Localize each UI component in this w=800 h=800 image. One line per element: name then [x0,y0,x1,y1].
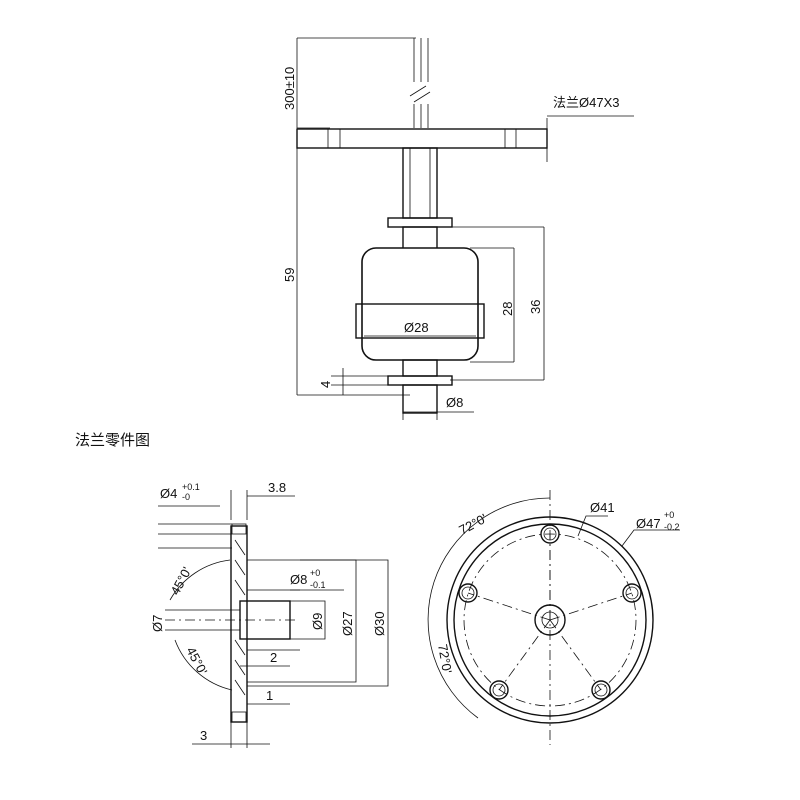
dim-3 [192,722,270,748]
flange-plate [296,128,548,149]
dim-3-label: 3 [200,728,207,743]
chamfer-lower-label: 45°0' [183,644,210,677]
hole-tol-low: -0 [182,492,190,502]
dia-9-label: Ø9 [310,613,325,630]
cable-wires-lower [413,104,429,128]
dim-30 [247,559,389,687]
cable-length-label: 300±10 [282,67,297,110]
stem-inner [409,148,431,218]
bore-tol-up: +0 [310,568,320,578]
bolt-hole-5 [458,583,478,603]
angle-arc-top [433,497,551,583]
hole-tol-up: +0.1 [182,482,200,492]
stem-diameter-label: Ø8 [446,395,463,410]
bolt-hole-2 [622,583,642,603]
bore-tol-low: -0.1 [310,580,326,590]
pcd-leader [577,515,608,537]
angle-arc-left [427,581,479,719]
dim-thickness [230,490,295,520]
spoke-lines [467,534,633,691]
cable-wires [413,38,429,82]
float-band [355,303,485,339]
dim-2-label: 2 [270,650,277,665]
angle-left-label: 72°0' [435,643,455,675]
dim-1-label: 1 [266,688,273,703]
thickness-top-label: 3.8 [268,480,286,495]
chamfer-arc-upper [169,559,231,601]
dia-27-label: Ø27 [340,611,355,636]
outer-dia-leader [621,529,680,547]
stem-mid [402,226,438,250]
hole-dia-label: Ø4 [160,486,177,501]
lower-clip [387,375,453,386]
bolt-holes [458,524,642,700]
flange-plan [427,490,680,745]
flange-plate-section [230,525,248,723]
float-diameter-label: Ø28 [404,320,429,335]
dim-total-height [296,147,410,396]
dim-bottom-gap [331,368,388,395]
outer-dia-label: Ø47 [636,516,661,531]
chamfer-arc-lower [174,639,233,691]
float-height-label: 28 [500,302,515,316]
stem-upper [402,147,438,219]
flange-section: Ø4 +0.1 -0 3.8 45°0' 45°0' Ø7 Ø8 +0 -0.1… [150,480,389,748]
stem-lower [402,359,438,377]
dim-7 [165,609,240,631]
total-height-label: 59 [282,268,297,282]
dim-hole [158,505,232,549]
angle-top-label: 72°0' [456,511,489,538]
flange-holes [327,129,517,148]
dim-float-height [470,247,515,363]
dim-9 [290,600,326,640]
bolt-hole-3 [591,680,611,700]
bolt-hole-1 [540,524,560,544]
float-switch-assembly: 300±10 法兰Ø47X3 59 28 36 Ø28 4 Ø8 [282,37,634,420]
cable-break-mark [409,85,431,103]
dia-30-label: Ø30 [372,611,387,636]
outer-tol-low: -0.2 [664,522,680,532]
pcd-label: Ø41 [590,500,615,515]
bottom-gap-label: 4 [318,381,333,388]
dim-stem-diameter [402,411,474,420]
section-hatch [234,539,246,696]
hole-bottom [231,711,247,723]
outer-tol-up: +0 [664,510,674,520]
flange-spec-leader [546,115,634,162]
bolt-hole-4 [489,680,509,700]
bore-dia-label: Ø8 [290,572,307,587]
hole-top [231,523,247,535]
flange-detail-caption: 法兰零件图 [75,431,150,449]
float-travel-label: 36 [528,300,543,314]
flange-spec-label: 法兰Ø47X3 [553,95,619,110]
chamfer-upper-label: 45°0' [167,564,194,597]
dim-float-travel [450,226,545,381]
stem-bottom [402,384,438,414]
dia-7-label: Ø7 [150,615,165,632]
dim-cable [296,37,416,129]
upper-clip [387,217,453,228]
